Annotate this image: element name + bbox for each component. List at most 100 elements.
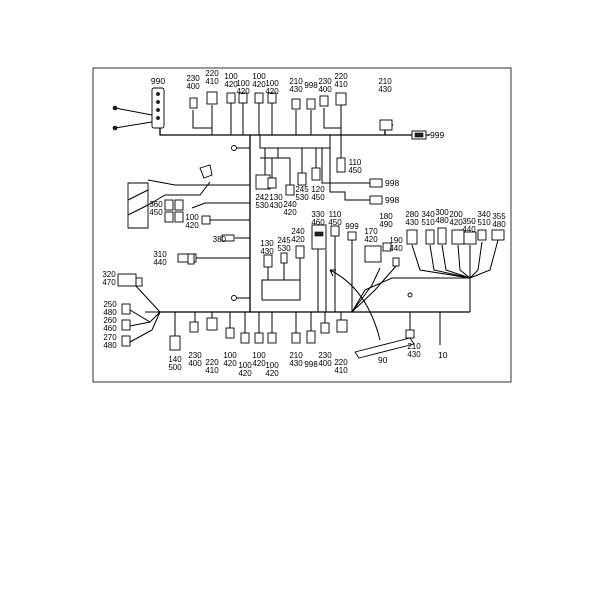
part-label-line: 180	[379, 212, 393, 221]
part-label-line: 330	[311, 210, 325, 219]
part-label-line: 242	[255, 193, 269, 202]
part-label-line: 450	[348, 166, 362, 175]
part-label-line: 130	[260, 239, 274, 248]
part-label-line: 460	[103, 324, 117, 333]
label-90: 90	[378, 355, 388, 365]
part-label-line: 420	[265, 87, 279, 96]
part-label-line: 210	[289, 77, 303, 86]
part-label-line: 420	[252, 80, 266, 89]
part-label-line: 220	[205, 69, 219, 78]
part-label-line: 440	[153, 258, 167, 267]
part-label-line: 440	[462, 225, 476, 234]
part-label-line: 420	[265, 369, 279, 378]
part-label-line: 280	[405, 210, 419, 219]
part-label-line: 450	[328, 218, 342, 227]
part-label-line: 400	[318, 359, 332, 368]
part-label-line: 530	[295, 193, 309, 202]
part-label-line: 450	[149, 208, 163, 217]
part-label-line: 170	[364, 227, 378, 236]
part-label-line: 510	[477, 218, 491, 227]
part-label-line: 480	[103, 308, 117, 317]
label-998-b: 998	[385, 195, 399, 205]
part-label-line: 420	[238, 369, 252, 378]
part-label-line: 530	[277, 244, 291, 253]
part-label-line: 360	[149, 200, 163, 209]
part-label-line: 450	[311, 193, 325, 202]
label-990: 990	[151, 76, 165, 86]
part-label-line: 400	[186, 82, 200, 91]
part-label-line: 140	[168, 355, 182, 364]
part-label-line: 210	[378, 77, 392, 86]
part-label-line: 420	[283, 208, 297, 217]
part-label-line: 230	[318, 77, 332, 86]
part-label-line: 100	[185, 213, 199, 222]
part-label-line: 200	[449, 210, 463, 219]
part-label-line: 410	[205, 77, 219, 86]
part-label-line: 430	[378, 85, 392, 94]
part-label-line: 190	[389, 236, 403, 245]
part-label-line: 100	[265, 361, 279, 370]
label-999-top: 999	[430, 130, 444, 140]
part-label-line: 530	[255, 201, 269, 210]
label-10: 10	[438, 350, 448, 360]
part-label-line: 430	[289, 85, 303, 94]
part-label-line: 355	[492, 212, 506, 221]
part-label-line: 110	[329, 210, 342, 219]
part-label-line: 480	[103, 341, 117, 350]
part-label-line: 340	[477, 210, 491, 219]
part-label-line: 100	[265, 79, 279, 88]
part-label-line: 260	[103, 316, 117, 325]
label-999-center: 999	[345, 222, 359, 231]
label-998-top: 998	[304, 81, 318, 90]
part-label-line: 350	[462, 217, 476, 226]
part-label-line: 490	[379, 220, 393, 229]
label-380: 380	[213, 235, 227, 244]
part-label-line: 430	[269, 201, 283, 210]
part-label-line: 440	[389, 244, 403, 253]
connector-parts	[112, 87, 505, 359]
part-label-line: 130	[269, 193, 283, 202]
part-label-line: 430	[407, 350, 421, 359]
part-label-line: 420	[224, 80, 238, 89]
part-label-line: 420	[364, 235, 378, 244]
part-label-line: 210	[407, 342, 421, 351]
part-label-line: 400	[318, 85, 332, 94]
part-label-line: 420	[291, 235, 305, 244]
part-label-line: 220	[205, 358, 219, 367]
part-label-line: 110	[349, 158, 362, 167]
part-label-line: 410	[334, 80, 348, 89]
part-label-line: 100	[238, 361, 252, 370]
part-label-line: 430	[405, 218, 419, 227]
part-label-line: 210	[289, 351, 303, 360]
part-label-line: 300	[435, 208, 449, 217]
